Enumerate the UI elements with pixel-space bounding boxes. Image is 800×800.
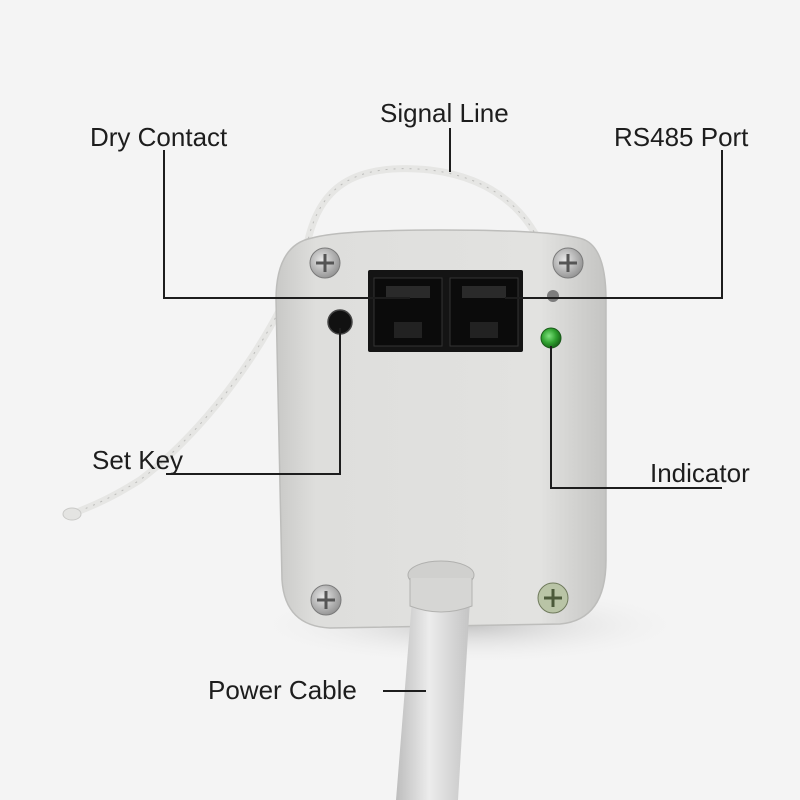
set-key-leader <box>166 328 341 475</box>
device-body <box>275 229 607 629</box>
dry-contact-leader <box>163 150 410 299</box>
screw-top-right <box>552 247 584 279</box>
screw-top-left <box>309 247 341 279</box>
power-cable <box>396 600 470 800</box>
leader-lines <box>163 128 723 692</box>
power-cable-label: Power Cable <box>208 675 357 705</box>
rs485-leader <box>505 150 723 299</box>
screw-bottom-right <box>537 582 569 614</box>
screw-bottom-left <box>310 584 342 616</box>
signal-line-tip <box>62 507 82 521</box>
signal-line-entry <box>547 290 559 302</box>
rs485-port-label: RS485 Port <box>614 122 749 152</box>
set-key-label: Set Key <box>92 445 184 475</box>
signal-line-label: Signal Line <box>380 98 509 128</box>
indicator-label: Indicator <box>650 458 750 488</box>
indicator-led <box>540 327 562 349</box>
dry-contact-label: Dry Contact <box>90 122 228 152</box>
indicator-leader <box>550 346 722 489</box>
rj-ports <box>368 270 523 352</box>
